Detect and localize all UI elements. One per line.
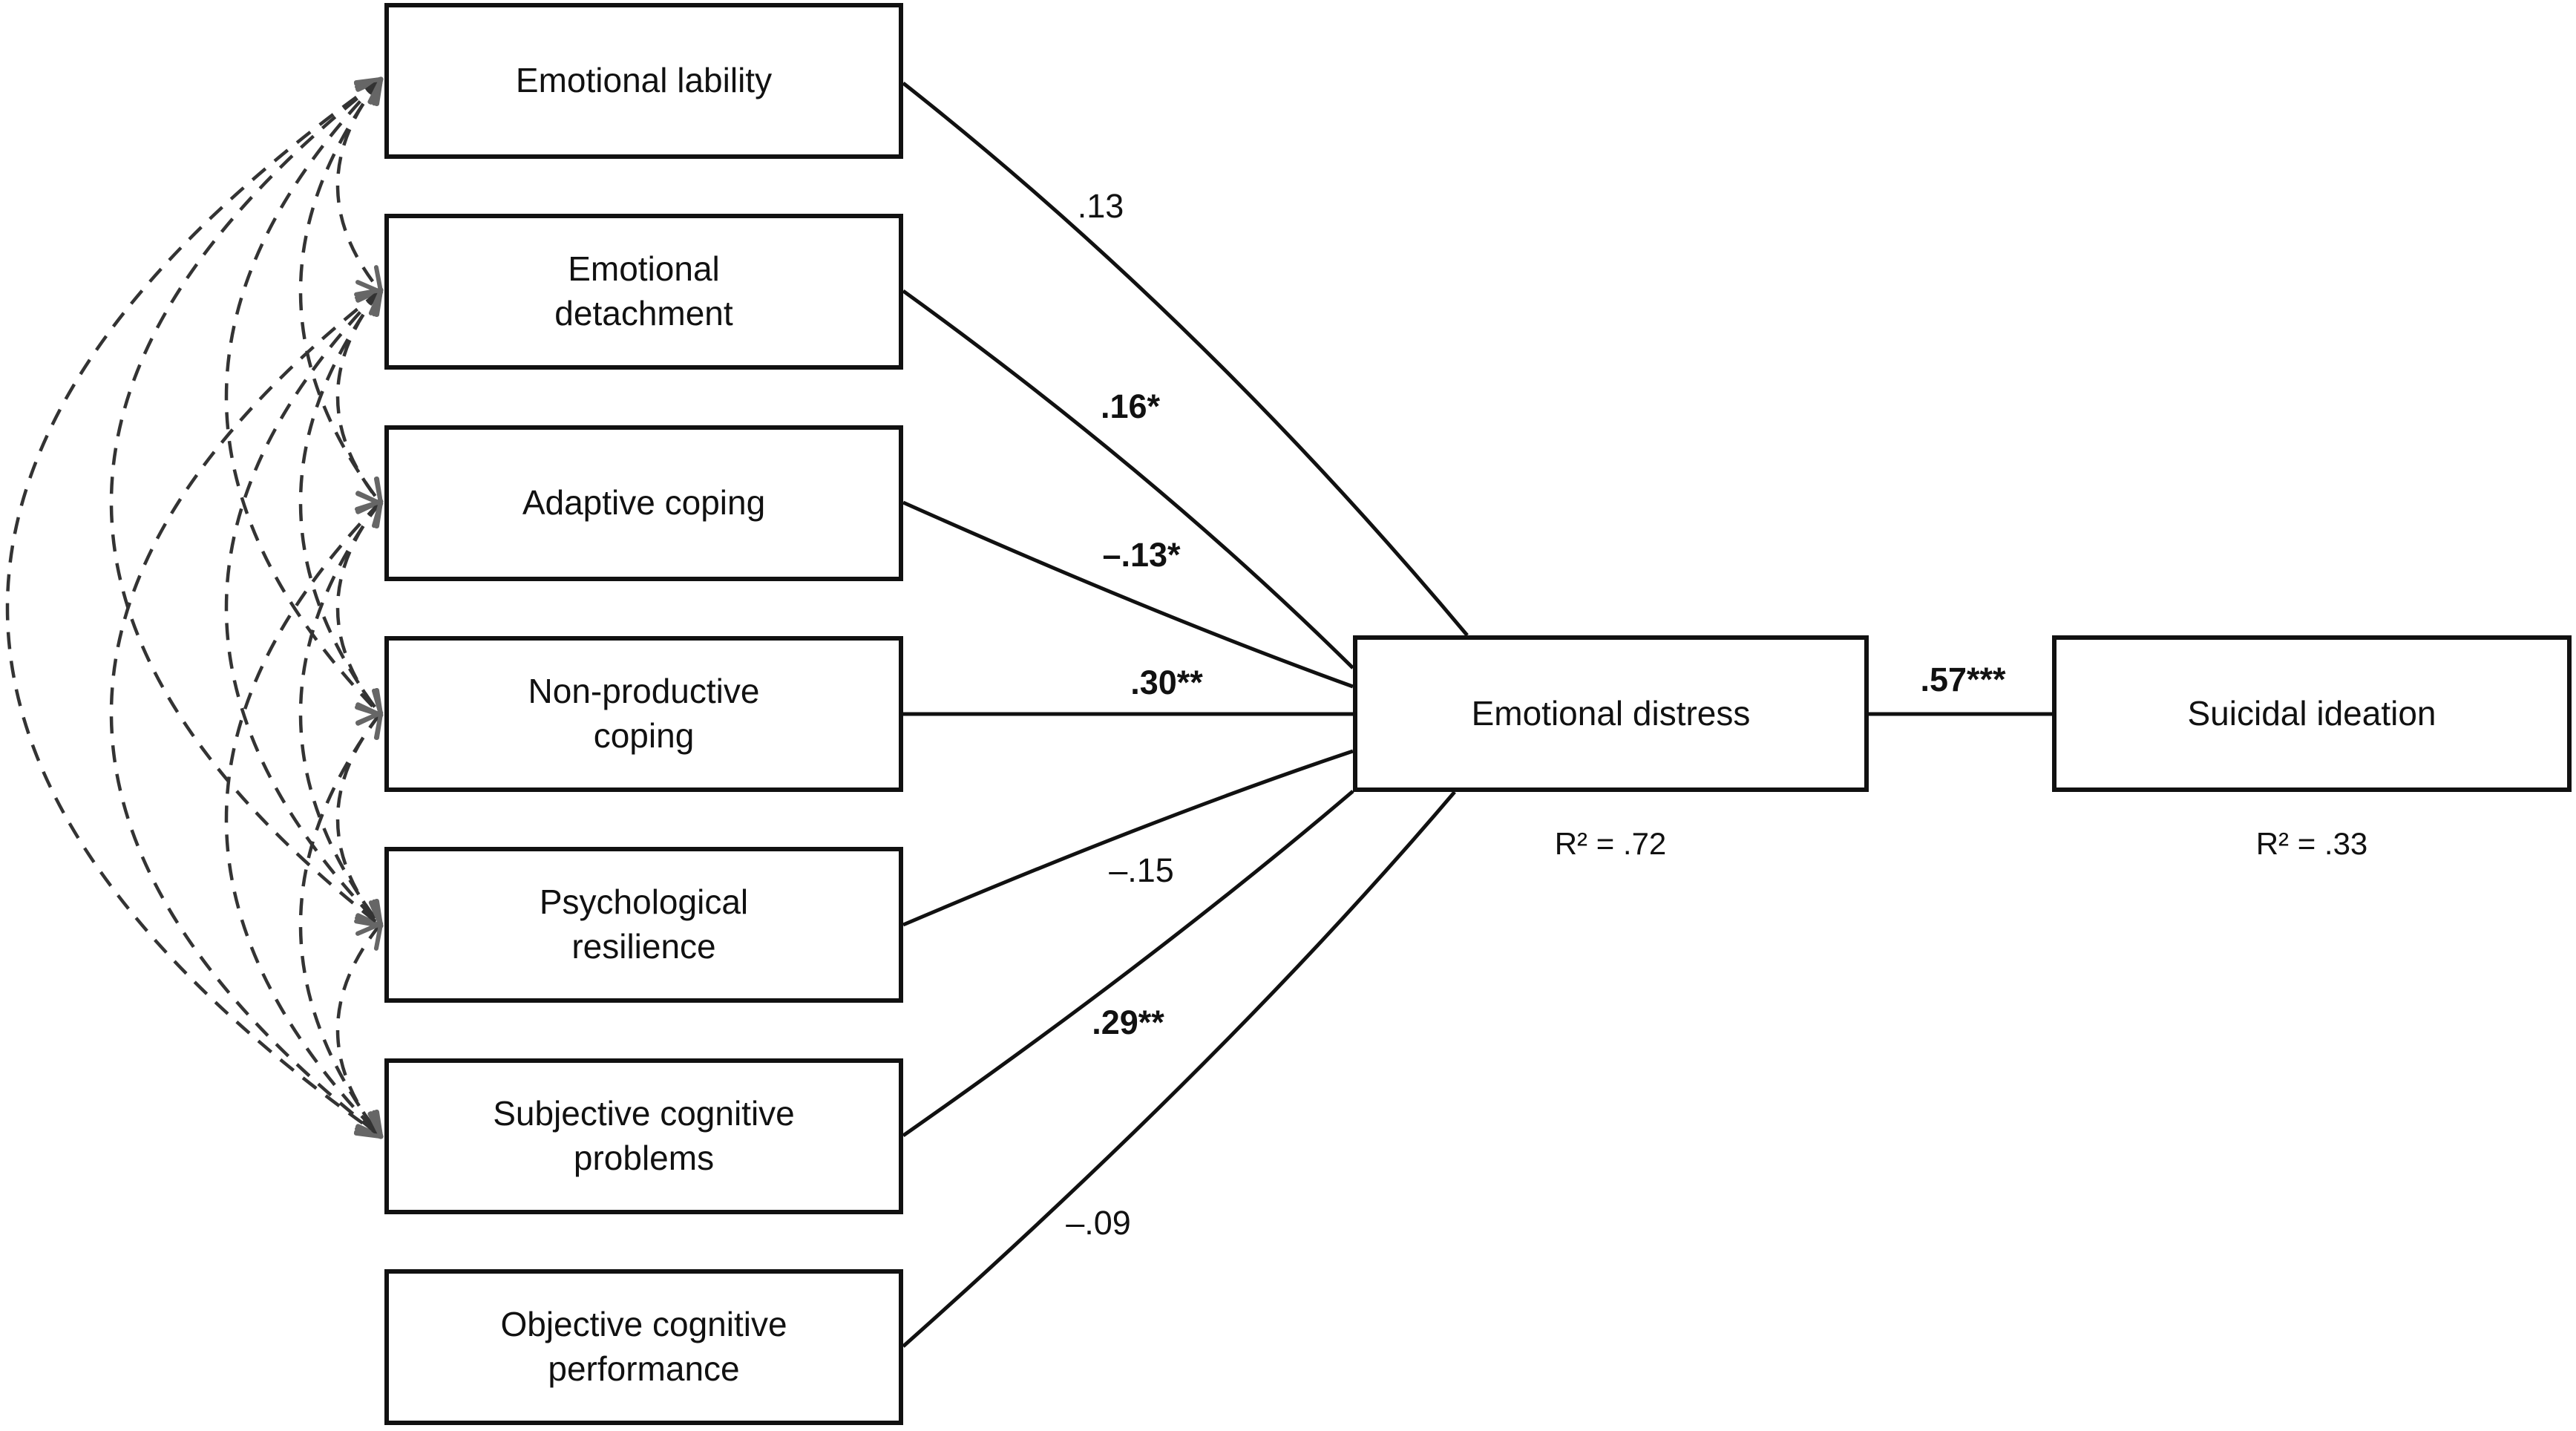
- path-lability-distress: [902, 82, 1469, 637]
- path-resilience-distress: [902, 749, 1354, 927]
- box-adaptive-coping: Adaptive coping: [384, 425, 903, 581]
- r-squared-distress: R² = .72: [1554, 826, 1667, 861]
- correlation-arc: [109, 76, 384, 929]
- box-label: Emotional distress: [1471, 693, 1751, 733]
- regression-paths: [902, 82, 2052, 1348]
- box-emotional-lability: Emotional lability: [384, 3, 903, 159]
- box-label: Emotional lability: [515, 61, 773, 100]
- coefficient-adaptive: –.13*: [1102, 536, 1181, 574]
- box-emotional-distress: Emotional distress: [1353, 635, 1869, 792]
- correlation-arc: [298, 287, 384, 718]
- r-squared-ideation: R² = .33: [2255, 826, 2368, 861]
- box-non-productive-coping: Non-productive coping: [384, 636, 903, 792]
- correlation-arc: [298, 76, 384, 506]
- box-label: Subjective cognitive problems: [493, 1094, 795, 1177]
- correlation-arc: [224, 287, 384, 929]
- box-label: Psychological resilience: [539, 882, 749, 966]
- correlation-arc: [298, 499, 384, 929]
- coefficient-lability: .13: [1077, 187, 1124, 225]
- box-label: Objective cognitive performance: [500, 1305, 787, 1388]
- correlation-arcs: [5, 76, 384, 1139]
- coefficient-nonproductive: .30**: [1130, 664, 1203, 701]
- box-psychological-resilience: Psychological resilience: [384, 847, 903, 1003]
- box-emotional-detachment: Emotional detachment: [384, 214, 903, 370]
- box-label: Non-productive coping: [528, 672, 760, 755]
- path-subjective-distress: [902, 790, 1354, 1138]
- correlation-arc: [224, 76, 384, 718]
- path-detachment-distress: [902, 289, 1354, 669]
- box-label: Emotional detachment: [554, 249, 733, 333]
- correlation-arc: [5, 76, 384, 1139]
- correlation-arc: [224, 499, 384, 1139]
- coefficient-subjective: .29**: [1092, 1003, 1164, 1041]
- correlation-arc: [298, 710, 384, 1139]
- coefficient-detachment: .16*: [1100, 387, 1161, 425]
- coefficient-resilience: –.15: [1109, 851, 1174, 889]
- coefficient-distress-ideation: .57***: [1920, 661, 2006, 698]
- correlation-arc: [109, 287, 384, 1139]
- path-adaptive-distress: [902, 500, 1354, 689]
- box-suicidal-ideation: Suicidal ideation: [2052, 635, 2572, 792]
- box-objective-cognitive-performance: Objective cognitive performance: [384, 1269, 903, 1425]
- box-label: Adaptive coping: [522, 483, 766, 523]
- box-label: Suicidal ideation: [2187, 693, 2436, 733]
- coefficient-objective: –.09: [1066, 1204, 1131, 1242]
- box-subjective-cognitive-problems: Subjective cognitive problems: [384, 1058, 903, 1214]
- path-objective-distress: [902, 790, 1456, 1348]
